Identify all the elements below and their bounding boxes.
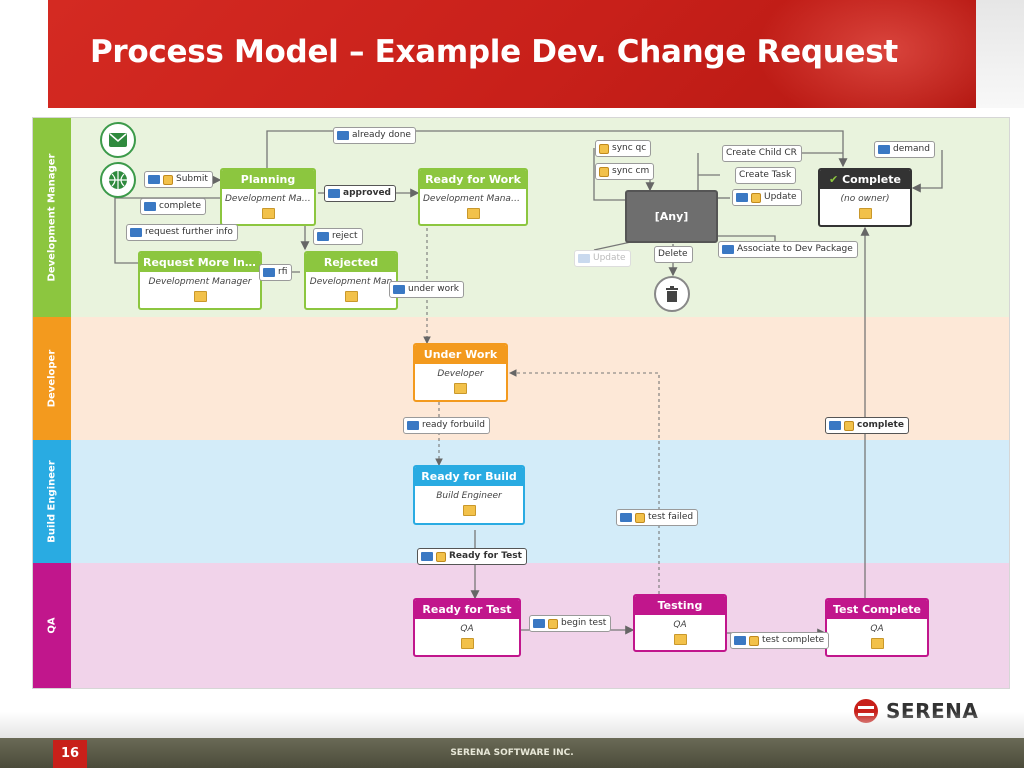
- transition-request-further-info[interactable]: request further info: [126, 224, 238, 241]
- state-icon: [193, 291, 207, 302]
- state-icon: [462, 505, 476, 516]
- state-request-more-info[interactable]: Request More Info Development Manager: [138, 251, 262, 310]
- state-complete[interactable]: ✔ Complete (no owner): [818, 168, 912, 227]
- transition-associate-to-dev-package[interactable]: Associate to Dev Package: [718, 241, 858, 258]
- trash-icon[interactable]: [654, 276, 690, 312]
- transition-demand[interactable]: demand: [874, 141, 935, 158]
- state-any[interactable]: [Any]: [625, 190, 718, 243]
- state-under-work[interactable]: Under Work Developer: [413, 343, 508, 402]
- transition-complete-dev[interactable]: complete: [825, 417, 909, 434]
- title-bar: Process Model – Example Dev. Change Requ…: [48, 0, 976, 108]
- transition-ready-for-build[interactable]: ready forbuild: [403, 417, 490, 434]
- script-icon: [548, 618, 558, 629]
- script-icon: [751, 192, 761, 203]
- state-icon: [460, 638, 474, 649]
- state-rejected[interactable]: Rejected Development Man: [304, 251, 398, 310]
- state-icon: [673, 634, 687, 645]
- script-icon: [599, 143, 609, 154]
- state-testing[interactable]: Testing QA: [633, 594, 727, 652]
- form-icon: [130, 228, 142, 237]
- transition-delete[interactable]: Delete: [654, 246, 693, 263]
- form-icon: [829, 421, 841, 430]
- form-icon: [533, 619, 545, 628]
- transition-test-complete[interactable]: test complete: [730, 632, 830, 649]
- state-icon: [466, 208, 480, 219]
- transition-test-failed[interactable]: test failed: [616, 509, 699, 526]
- form-icon: [734, 636, 746, 645]
- state-ready-for-test[interactable]: Ready for Test QA: [413, 598, 521, 657]
- form-icon: [328, 189, 340, 198]
- form-icon: [144, 202, 156, 211]
- form-icon: [620, 513, 632, 522]
- slide-title: Process Model – Example Dev. Change Requ…: [90, 34, 898, 70]
- state-icon: [344, 291, 358, 302]
- footer-bar: SERENA SOFTWARE INC.: [0, 738, 1024, 768]
- state-icon: [261, 208, 275, 219]
- form-icon: [317, 232, 329, 241]
- checkmark-icon: ✔: [829, 173, 839, 186]
- transition-update[interactable]: Update: [732, 189, 802, 206]
- script-icon: [436, 551, 446, 562]
- transition-sync-qc[interactable]: sync qc: [595, 140, 652, 157]
- form-icon: [736, 193, 748, 202]
- state-test-complete[interactable]: Test Complete QA: [825, 598, 929, 657]
- state-planning[interactable]: Planning Development Man...: [220, 168, 316, 226]
- form-icon: [148, 175, 160, 184]
- transition-approved[interactable]: approved: [324, 185, 396, 202]
- form-icon: [722, 245, 734, 254]
- transition-under-work[interactable]: under work: [389, 281, 464, 298]
- lane-label-build-engineer: Build Engineer: [33, 440, 71, 563]
- transition-sync-cm[interactable]: sync cm: [595, 163, 655, 180]
- transition-ready-for-test[interactable]: Ready for Test: [417, 548, 527, 565]
- lane-label-developer: Developer: [33, 317, 71, 440]
- form-icon: [878, 145, 890, 154]
- state-icon: [454, 383, 467, 394]
- transition-reject[interactable]: reject: [313, 228, 363, 245]
- lane-label-development-manager: Development Manager: [33, 118, 71, 317]
- form-icon: [337, 131, 349, 140]
- form-icon: [393, 285, 405, 294]
- script-icon: [749, 635, 759, 646]
- transition-create-child-cr[interactable]: Create Child CR: [722, 145, 802, 162]
- transition-update-faded[interactable]: Update: [574, 250, 631, 267]
- footer-fade: [0, 712, 1024, 738]
- script-icon: [163, 174, 173, 185]
- state-ready-for-build[interactable]: Ready for Build Build Engineer: [413, 465, 525, 525]
- script-icon: [844, 420, 854, 431]
- transition-create-task[interactable]: Create Task: [735, 167, 797, 184]
- transition-submit[interactable]: Submit: [144, 171, 213, 188]
- lane-label-qa: QA: [33, 563, 71, 688]
- form-icon: [421, 552, 433, 561]
- footer-text: SERENA SOFTWARE INC.: [450, 748, 574, 758]
- form-icon: [263, 268, 275, 277]
- title-side-strip: [976, 0, 1024, 108]
- state-icon: [870, 638, 884, 649]
- state-ready-for-work[interactable]: Ready for Work Development Manager: [418, 168, 528, 226]
- transition-complete[interactable]: complete: [140, 198, 207, 215]
- script-icon: [635, 512, 645, 523]
- script-icon: [599, 166, 609, 177]
- form-icon: [578, 254, 590, 263]
- title-glow: [756, 0, 976, 108]
- transition-rfi[interactable]: rfi: [259, 264, 293, 281]
- transition-begin-test[interactable]: begin test: [529, 615, 612, 632]
- globe-icon[interactable]: [100, 162, 136, 198]
- envelope-icon[interactable]: [100, 122, 136, 158]
- form-icon: [407, 421, 419, 430]
- slide-number: 16: [53, 740, 87, 768]
- state-icon: [858, 208, 872, 219]
- transition-already-done[interactable]: already done: [333, 127, 416, 144]
